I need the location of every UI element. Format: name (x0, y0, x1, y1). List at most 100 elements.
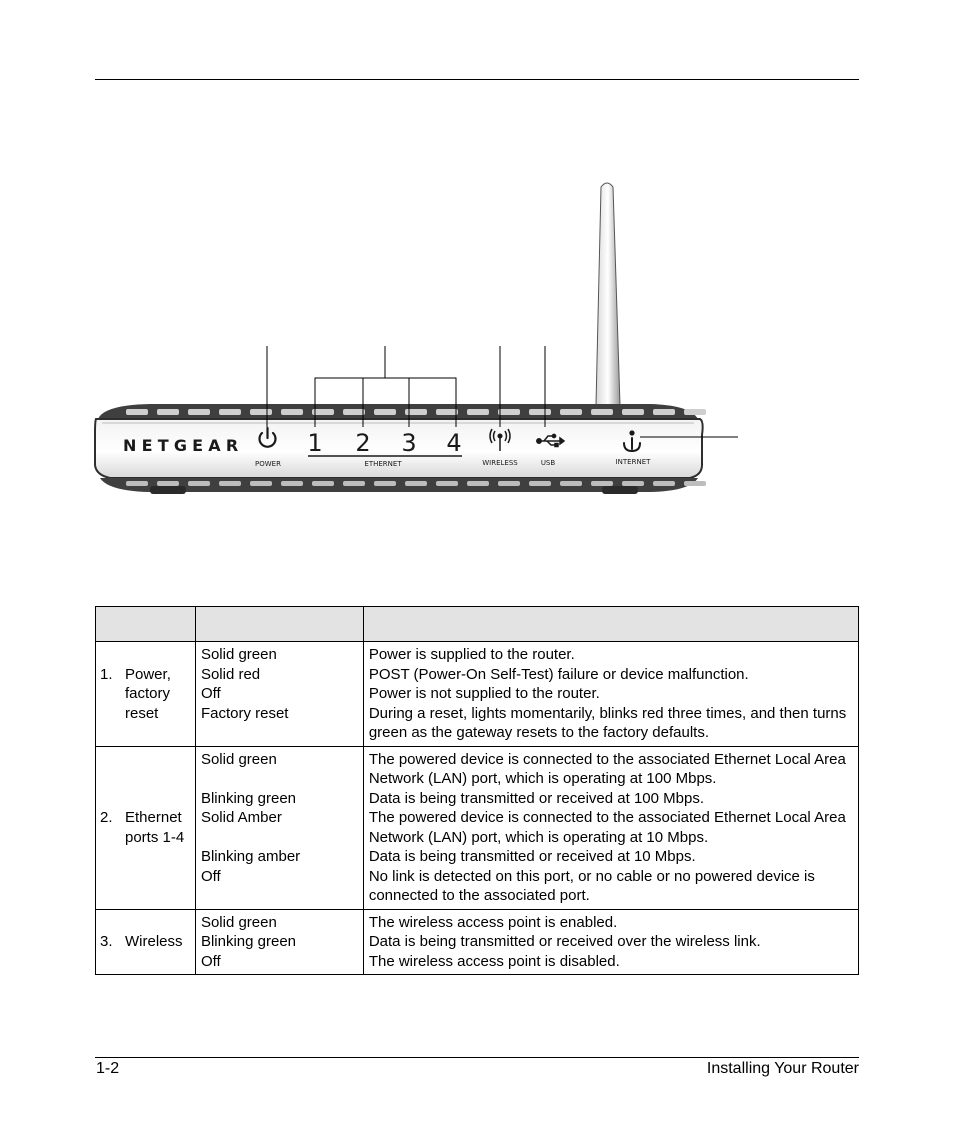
activity-cell: Solid green Solid red Off Factory reset (194, 641, 364, 747)
activity-line: Off (200, 685, 221, 702)
vent-slot (622, 481, 644, 486)
led-name: Wireless (125, 932, 189, 952)
vent-slot (436, 481, 458, 486)
vent-slot (529, 409, 551, 415)
led-name-line: Ethernet (125, 809, 182, 826)
vent-slot (467, 409, 489, 415)
led-number: 3. (100, 933, 113, 950)
vent-slot (374, 481, 396, 486)
activity-line: Off (200, 952, 221, 970)
table-header-row (95, 606, 860, 642)
vent-slot (591, 409, 613, 415)
activity-line: Solid red (200, 665, 261, 683)
vent-slot (188, 481, 210, 486)
description-line: Data is being transmitted or received at… (368, 789, 704, 807)
description-line: The powered device is connected to the a… (368, 809, 846, 846)
vent-slot (250, 409, 272, 415)
description-cell: The powered device is connected to the a… (362, 745, 860, 910)
vent-slot (250, 481, 272, 486)
vent-slot (498, 409, 520, 415)
footer-rule (95, 1057, 859, 1058)
wireless-icon (489, 428, 511, 451)
internet-led-label: INTERNET (616, 458, 652, 466)
activity-cell: Solid green Blinking green Off (194, 908, 364, 975)
antenna (595, 182, 621, 406)
description-line: POST (Power-On Self-Test) failure or dev… (368, 665, 749, 683)
table-row: 3. Wireless Solid green Blinking green Of… (95, 908, 860, 975)
vent-slot (405, 481, 427, 486)
vent-slot (343, 481, 365, 486)
vent-slot (653, 481, 675, 486)
router-front-panel-figure: NETGEAR POWER 1 2 3 4 ETHERNET WIRELESS … (94, 182, 738, 494)
activity-cell: Solid green Blinking green Solid Amber B… (194, 745, 364, 910)
header-rule (95, 79, 859, 80)
description-line: The wireless access point is enabled. (368, 913, 618, 931)
usb-icon (536, 433, 566, 448)
page-number: 1-2 (96, 1060, 120, 1077)
activity-line: Off (200, 867, 221, 885)
port-2-led-label: 2 (355, 429, 370, 457)
header-description (362, 606, 860, 642)
port-4-led-label: 4 (446, 429, 461, 457)
led-name-line: Power, (125, 665, 171, 683)
vent-slot (312, 481, 334, 486)
description-line: Power is not supplied to the router. (368, 685, 600, 702)
vent-slot (343, 409, 365, 415)
vent-slot (498, 481, 520, 486)
section-title: Installing Your Router (706, 1060, 859, 1077)
led-cell: 1. Power, factory reset (95, 641, 196, 747)
vent-slot (219, 409, 241, 415)
port-1-led-label: 1 (307, 429, 322, 457)
vent-slot (281, 409, 303, 415)
activity-line: Solid green (200, 750, 277, 768)
vent-slot (405, 409, 427, 415)
led-number: 2. (100, 809, 113, 826)
header-activity (194, 606, 364, 642)
vent-slot (684, 409, 706, 415)
internet-icon (623, 430, 641, 453)
header-led (95, 606, 196, 642)
port-3-led-label: 3 (401, 429, 416, 457)
vent-slot (560, 409, 582, 415)
led-name: Power, factory reset (125, 665, 189, 724)
activity-line: Solid green (200, 913, 277, 931)
router-bottom-vents (100, 478, 706, 494)
description-cell: Power is supplied to the router. POST (P… (362, 641, 860, 747)
vent-slot (126, 409, 148, 415)
power-led-label: POWER (255, 460, 281, 468)
activity-spacer (201, 828, 358, 848)
activity-line: Blinking green (200, 933, 296, 950)
vent-slot (591, 481, 613, 486)
callout-lines (266, 346, 738, 438)
vent-slot (312, 409, 334, 415)
vent-slot (529, 481, 551, 486)
activity-line: Blinking green (200, 789, 296, 807)
activity-line: Factory reset (200, 704, 289, 722)
vent-slot (188, 409, 210, 415)
led-name-line: reset (125, 704, 159, 722)
description-line: Data is being transmitted or received at… (368, 848, 696, 865)
vent-slot (684, 481, 706, 486)
led-status-table: 1. Power, factory reset Solid green Solid r… (95, 606, 860, 975)
vent-slot (560, 481, 582, 486)
description-line: During a reset, lights momentarily, blin… (368, 704, 847, 742)
led-name-line: factory (125, 685, 171, 702)
activity-line: Solid Amber (200, 809, 282, 826)
led-name-line: Wireless (125, 933, 183, 950)
led-number: 1. (100, 665, 113, 683)
vent-slot (622, 409, 644, 415)
vent-slot (219, 481, 241, 486)
description-line: Power is supplied to the router. (368, 646, 575, 663)
description-line: The wireless access point is disabled. (368, 952, 620, 970)
vent-slot (436, 409, 458, 415)
activity-line: Blinking amber (200, 848, 301, 865)
activity-line: Solid green (200, 646, 277, 663)
table-row: 1. Power, factory reset Solid green Solid r… (95, 641, 860, 747)
vent-slot (653, 409, 675, 415)
vent-slot (374, 409, 396, 415)
vent-slot (467, 481, 489, 486)
led-cell: 3. Wireless (95, 908, 196, 975)
